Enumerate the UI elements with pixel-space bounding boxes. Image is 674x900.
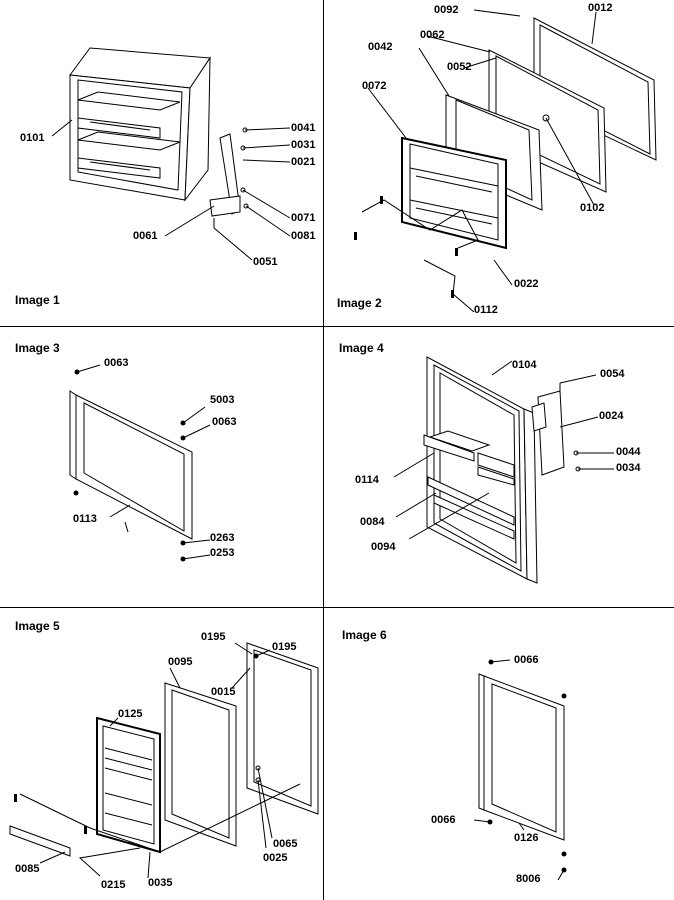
fresh-food-door-drawing <box>393 356 614 584</box>
horizontal-divider-2 <box>0 607 674 608</box>
callout-label: 0042 <box>368 41 393 53</box>
callout-label: 0195 <box>201 631 226 643</box>
callout-label: 0063 <box>104 357 129 369</box>
callout-label: 0065 <box>273 838 298 850</box>
freezer-door-exploded-drawing <box>354 9 657 313</box>
callout-label: 0104 <box>512 359 537 371</box>
callout-label: 0035 <box>148 877 173 889</box>
callout-label: 0114 <box>355 474 379 486</box>
callout-label: 0051 <box>253 256 278 268</box>
callout-label: 0084 <box>360 516 385 528</box>
callout-label: 0061 <box>133 230 158 242</box>
callout-label: 0054 <box>600 368 625 380</box>
callout-label: 8006 <box>516 873 541 885</box>
door-gasket-exploded-drawing <box>9 642 319 879</box>
callout-label: 0012 <box>588 2 613 14</box>
panel-image-5: 0195 0195 0095 0015 0125 0065 0025 0085 … <box>0 608 323 900</box>
callout-label: 0085 <box>15 863 40 875</box>
callout-label: 0025 <box>263 852 288 864</box>
callout-label: 0126 <box>514 832 539 844</box>
freezer-drawer-assembly-drawing <box>51 47 291 261</box>
callout-label: 0066 <box>431 814 456 826</box>
callout-label: 0052 <box>447 61 472 73</box>
panel-title: Image 1 <box>15 293 60 307</box>
panel-image-2: 0092 0012 0062 0042 0052 0072 0102 0022 … <box>324 0 674 326</box>
horizontal-divider-1 <box>0 326 674 327</box>
panel-image-3: 0063 5003 0063 0113 0263 0253 Image 3 <box>0 327 323 607</box>
callout-label: 0021 <box>291 156 316 168</box>
callout-label: 0102 <box>580 202 605 214</box>
callout-label: 0195 <box>272 641 297 653</box>
callout-label: 0034 <box>616 462 641 474</box>
callout-label: 0125 <box>118 708 143 720</box>
callout-label: 0024 <box>599 410 624 422</box>
callout-label: 0092 <box>434 4 459 16</box>
callout-label: 0044 <box>616 446 641 458</box>
callout-label: 0081 <box>291 230 316 242</box>
door-trim-frame-drawing <box>473 659 567 881</box>
callout-label: 0263 <box>210 532 235 544</box>
callout-label: 0063 <box>212 416 237 428</box>
panel-image-1: 0101 0041 0031 0021 0071 0081 0061 0051 … <box>0 0 323 326</box>
callout-label: 0095 <box>168 656 193 668</box>
panel-title: Image 2 <box>337 296 382 310</box>
callout-label: 0112 <box>474 304 498 316</box>
panel-image-6: 0066 0066 0126 8006 Image 6 <box>324 608 674 900</box>
panel-title: Image 4 <box>339 341 384 355</box>
callout-label: 5003 <box>210 394 235 406</box>
vertical-divider <box>323 0 324 900</box>
callout-label: 0015 <box>211 686 236 698</box>
callout-label: 0215 <box>101 879 126 891</box>
callout-label: 0094 <box>371 541 396 553</box>
panel-title: Image 3 <box>15 341 60 355</box>
door-frame-drawing <box>69 364 211 562</box>
callout-label: 0071 <box>291 212 316 224</box>
callout-label: 0113 <box>73 513 97 525</box>
callout-label: 0101 <box>20 132 45 144</box>
callout-label: 0022 <box>514 278 539 290</box>
callout-label: 0066 <box>514 654 539 666</box>
panel-title: Image 6 <box>342 628 387 642</box>
callout-label: 0041 <box>291 122 316 134</box>
callout-label: 0062 <box>420 29 445 41</box>
callout-label: 0072 <box>362 80 387 92</box>
panel-title: Image 5 <box>15 619 60 633</box>
callout-label: 0031 <box>291 139 316 151</box>
panel-image-4: 0104 0054 0024 0044 0034 0114 0084 0094 … <box>324 327 674 607</box>
callout-label: 0253 <box>210 547 235 559</box>
